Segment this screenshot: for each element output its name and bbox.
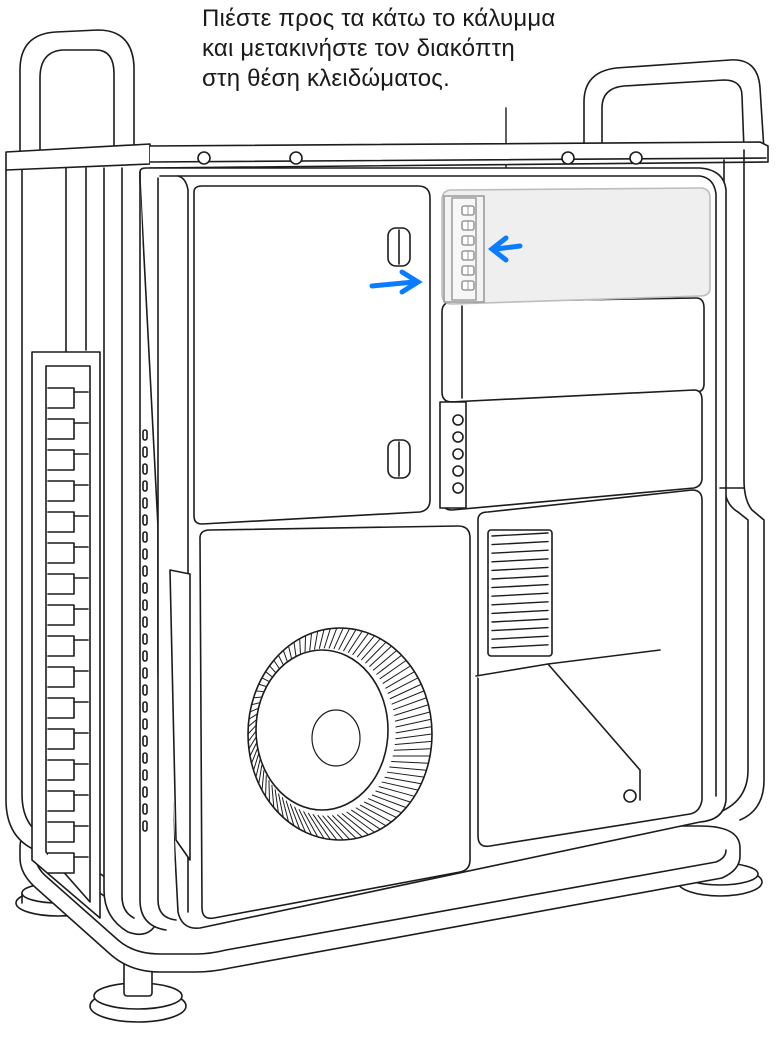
fan — [247, 627, 433, 841]
right-lower-panel — [475, 489, 703, 848]
arrow-right-icon — [369, 269, 423, 295]
instruction-callout: Πιέστε προς τα κάτω το κάλυμμα και μετακ… — [202, 4, 762, 94]
module-connector — [461, 205, 475, 291]
left-handle — [19, 29, 135, 161]
arrow-left-icon — [487, 235, 523, 263]
pcie-slots — [47, 387, 89, 874]
side-vents — [142, 429, 148, 832]
callout-line-2: και μετακινήστε τον διακόπτη — [202, 35, 515, 62]
top-rail — [5, 141, 769, 171]
highlighted-drive-module — [441, 187, 711, 305]
drive-bay-3-connector — [452, 414, 464, 494]
drive-bay-3 — [439, 389, 703, 511]
drive-bay-2 — [441, 297, 705, 403]
upper-left-panel — [193, 185, 431, 525]
vent-grille — [491, 532, 549, 649]
callout-line-1: Πιέστε προς τα κάτω το κάλυμμα — [202, 5, 556, 32]
callout-line-3: στη θέση κλειδώματος. — [202, 65, 450, 92]
right-handle — [583, 59, 765, 156]
